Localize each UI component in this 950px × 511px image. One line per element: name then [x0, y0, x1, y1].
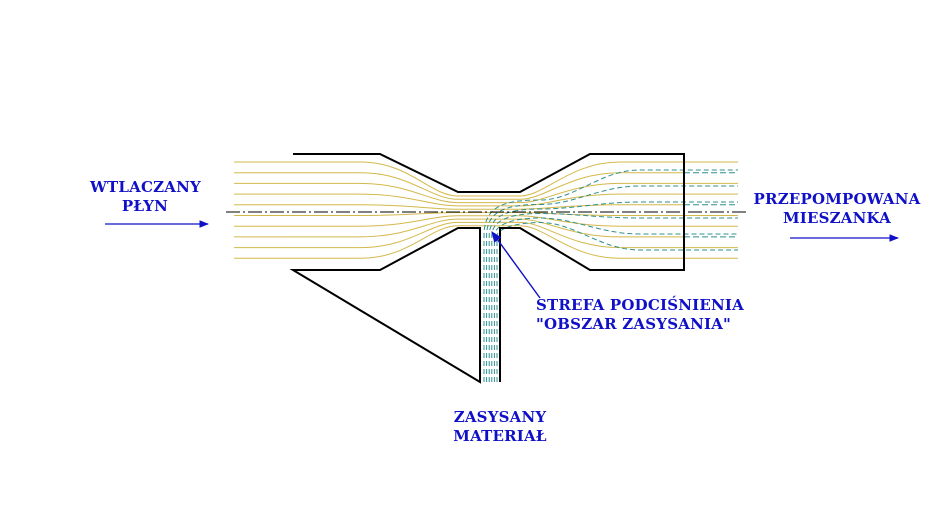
suction-streamline — [493, 217, 738, 382]
suction-streamline — [488, 201, 738, 382]
suction-streamline — [486, 185, 738, 382]
zone-pointer-arrow — [491, 231, 541, 299]
inlet-label-line1: WTLACZANY — [90, 178, 201, 196]
outlet-label: PRZEPOMPOWANA MIESZANKA — [752, 190, 922, 228]
suction-label-line1: ZASYSANY — [453, 408, 547, 426]
streamline — [293, 218, 684, 238]
streamline — [293, 193, 684, 207]
streamline — [293, 172, 684, 200]
external-streamlines — [234, 161, 738, 259]
streamline — [293, 182, 684, 204]
streamline — [293, 212, 684, 216]
suction-streamline — [483, 169, 738, 382]
inlet-label-line2: PŁYN — [121, 197, 169, 215]
internal-streamlines — [293, 161, 684, 259]
suction-label-line2: MATERIAŁ — [453, 427, 547, 445]
streamline — [293, 215, 684, 227]
suction-streamline — [496, 221, 738, 382]
suction-streamlines — [483, 169, 738, 382]
venturi-body-outline — [289, 153, 685, 384]
inlet-label: WTLACZANY PŁYN — [90, 178, 201, 216]
suction-streamline — [491, 212, 738, 382]
outlet-label-line1: PRZEPOMPOWANA — [753, 190, 921, 208]
zone-label-line2: "OBSZAR ZASYSANIA" — [536, 315, 732, 333]
outlet-label-line2: MIESZANKA — [782, 209, 892, 227]
zone-label-line1: STREFA PODCIŚNIENIA — [536, 296, 744, 314]
streamline — [293, 161, 684, 197]
streamline — [293, 221, 684, 249]
low-pressure-zone-label: STREFA PODCIŚNIENIA "OBSZAR ZASYSANIA" — [536, 296, 766, 334]
suction-material-label: ZASYSANY MATERIAŁ — [440, 408, 560, 446]
streamline — [293, 225, 684, 259]
